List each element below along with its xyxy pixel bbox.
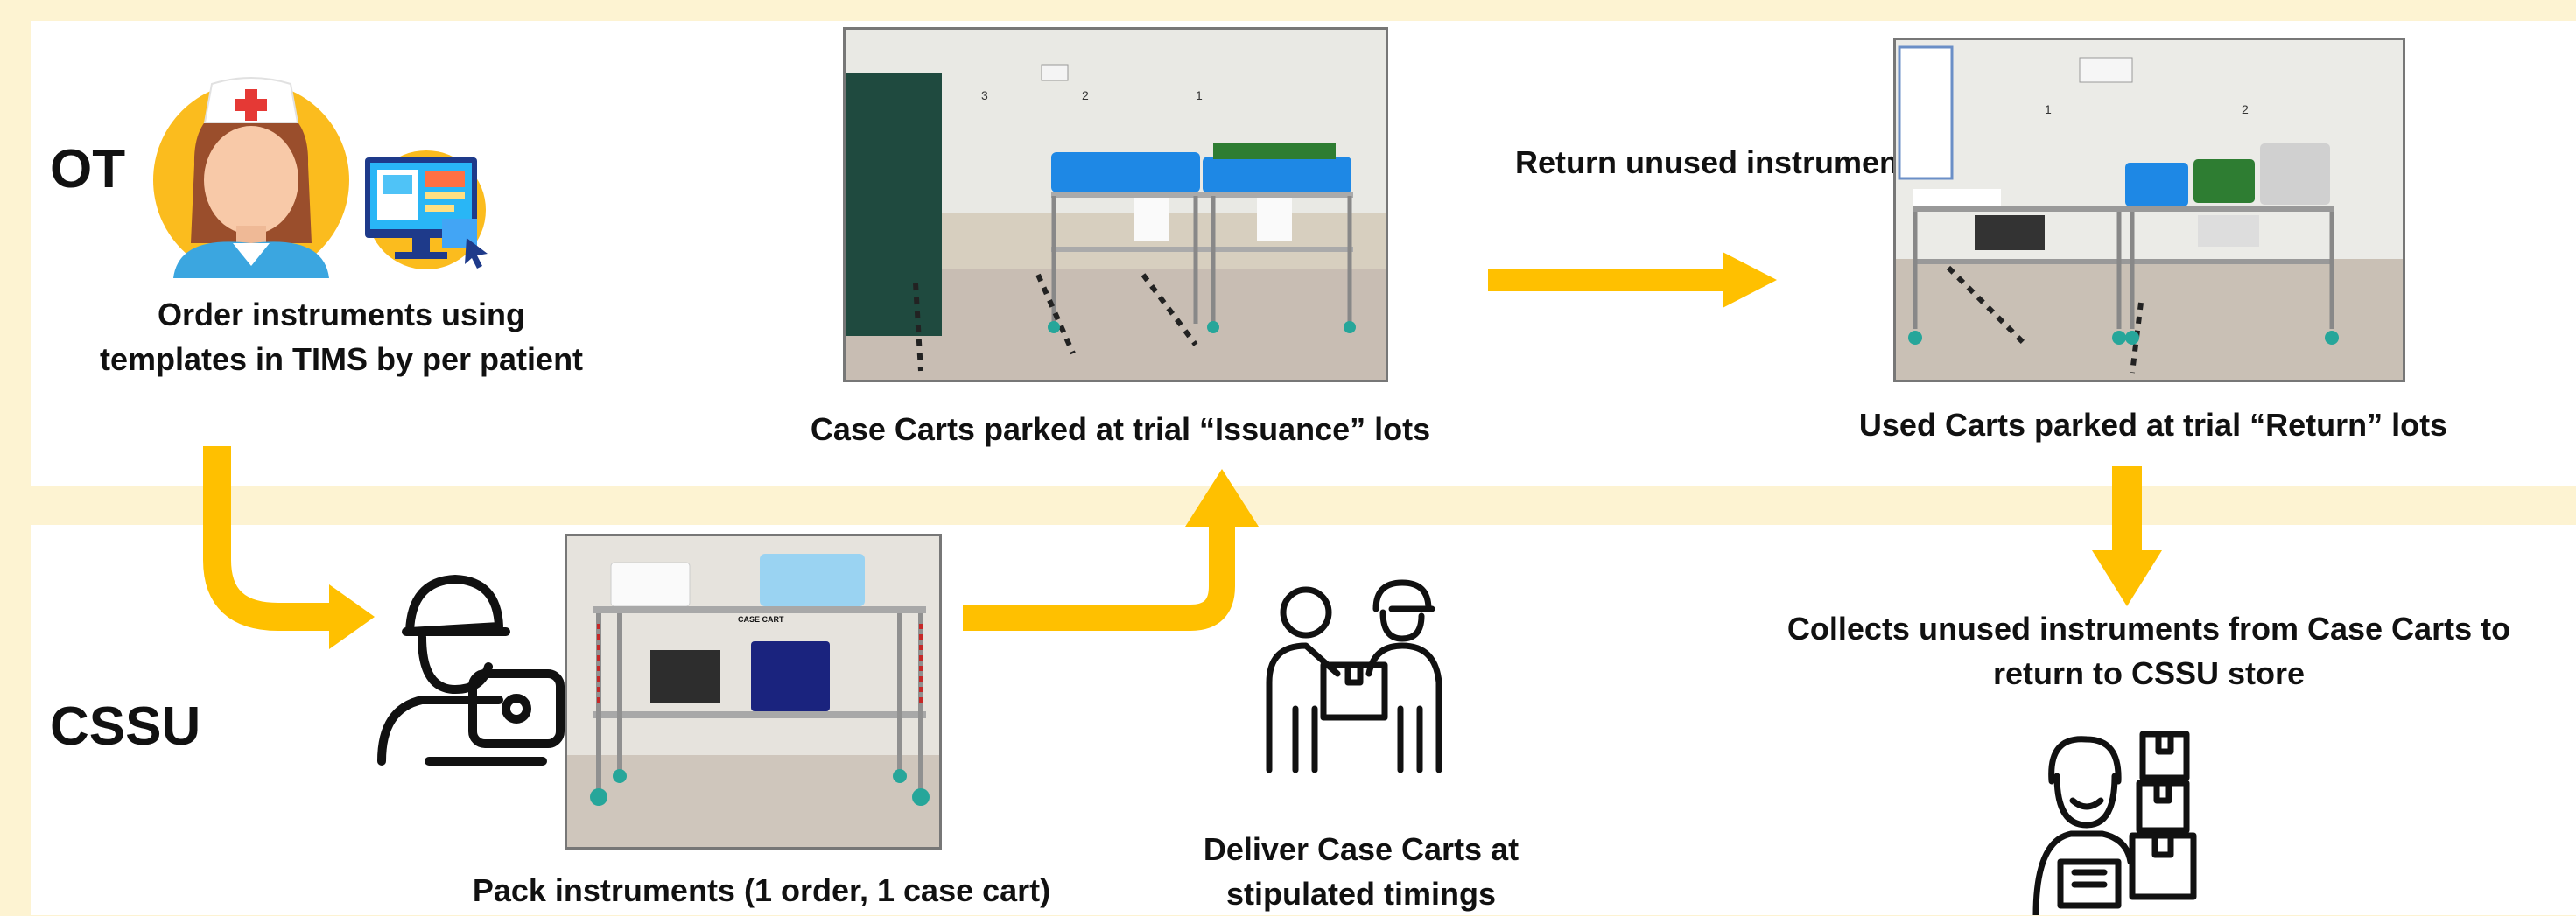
deliver-caption: Deliver Case Carts at stipulated timings [1203, 831, 1520, 913]
arrow-pack-to-issuance [963, 469, 1259, 631]
arrow-to-return-lots [1488, 252, 1777, 308]
computer-icon [354, 140, 495, 271]
return-lot-number-2: 2 [2242, 102, 2249, 116]
cssu-lane-label: CSSU [50, 696, 201, 757]
case-cart-tag: CASE CART [738, 615, 784, 624]
arrow-order-to-pack [203, 446, 375, 649]
worker-laptop-icon [368, 569, 565, 770]
ot-lane-label: OT [50, 139, 126, 199]
return-lots-photo: 1 2 [1893, 38, 2405, 382]
lot-number-2: 2 [1082, 88, 1089, 102]
collect-caption: Collects unused instruments from Case Ca… [1786, 611, 2511, 692]
warehouse-worker-icon [2031, 731, 2206, 915]
pack-caption: Pack instruments (1 order, 1 case cart) [472, 872, 1051, 908]
delivery-icon [1260, 577, 1449, 774]
issuance-caption: Case Carts parked at trial “Issuance” lo… [810, 411, 1431, 447]
arrow-down-to-collect [2092, 466, 2162, 606]
lot-number-1: 1 [1196, 88, 1203, 102]
issuance-lots-photo: 3 2 1 [843, 27, 1388, 382]
nurse-icon [149, 68, 354, 278]
lot-number-3: 3 [981, 88, 988, 102]
return-lot-number-1: 1 [2045, 102, 2052, 116]
return-lots-caption: Used Carts parked at trial “Return” lots [1858, 407, 2448, 443]
order-caption: Order instruments using templates in TIM… [99, 297, 584, 378]
pack-cart-photo: CASE CART [565, 534, 942, 850]
